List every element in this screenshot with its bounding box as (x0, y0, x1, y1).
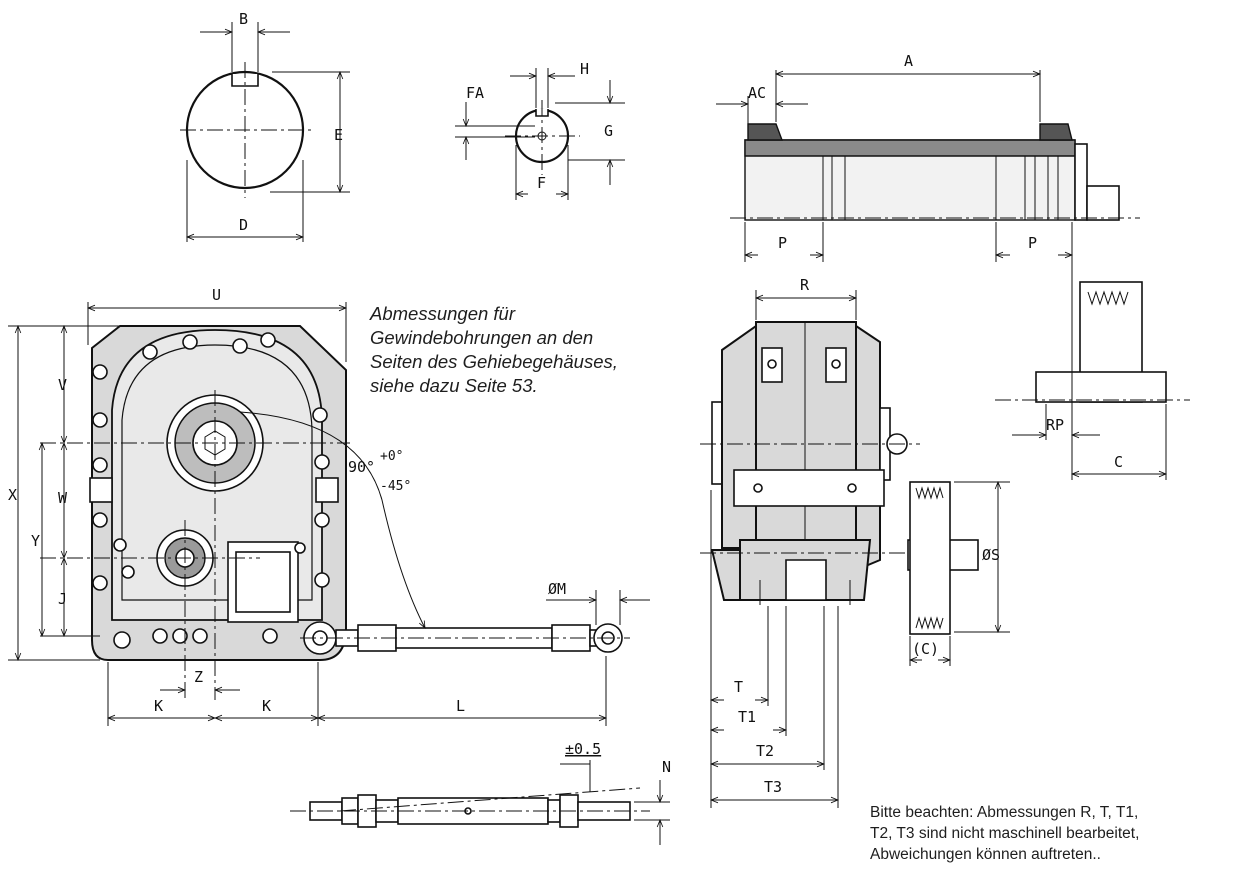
note-line: Abweichungen können auftreten.. (870, 846, 1101, 863)
dim-angle-plus: +0° (380, 449, 403, 464)
dim-C: C (1114, 453, 1123, 471)
dim-A: A (904, 52, 913, 70)
dim-H: H (580, 60, 589, 78)
dim-T: T (734, 678, 743, 696)
dim-X: X (8, 486, 17, 504)
gearbox-side-view: ØS (C) R T T1 T2 T3 (700, 276, 1010, 808)
dim-angle-minus: -45° (380, 479, 411, 494)
dim-Z: Z (194, 668, 203, 686)
torque-arm-side-view: ±0.5 N (290, 740, 671, 845)
dim-angle: 90° (348, 458, 375, 476)
dim-RP: RP (1046, 416, 1064, 434)
dim-E: E (334, 126, 343, 144)
note-line: Seiten des Gehiebegehäuses, (370, 351, 618, 372)
dim-K1: K (154, 697, 163, 715)
note-line: Gewindebohrungen an den (370, 327, 594, 348)
dim-M: ØM (548, 580, 566, 598)
dim-C-paren: (C) (912, 640, 939, 658)
dim-T2: T2 (756, 742, 774, 760)
dim-V: V (58, 376, 67, 394)
dim-tolerance: ±0.5 (565, 740, 601, 758)
hollow-shaft-section: A AC P P (716, 52, 1140, 262)
torque-arm (300, 621, 630, 655)
note-line: siehe dazu Seite 53. (370, 375, 538, 396)
dim-S: ØS (982, 546, 1000, 564)
note-line: Abmessungen für (370, 303, 516, 324)
note-line: Bitte beachten: Abmessungen R, T, T1, (870, 804, 1139, 821)
dim-T3: T3 (764, 778, 782, 796)
unmachined-dimensions-note: Bitte beachten: Abmessungen R, T, T1, T2… (870, 802, 1235, 865)
dim-B: B (239, 10, 248, 28)
dim-Y: Y (31, 532, 40, 550)
dim-AC: AC (748, 84, 766, 102)
pulley-detail: RP C (995, 262, 1190, 480)
dim-J: J (58, 590, 67, 608)
dim-F: F (537, 174, 546, 192)
gearbox-front-view (40, 325, 350, 700)
dim-T1: T1 (738, 708, 756, 726)
dim-G: G (604, 122, 613, 140)
dim-K2: K (262, 697, 271, 715)
dim-L: L (456, 697, 465, 715)
dim-P2: P (1028, 234, 1037, 252)
note-line: T2, T3 sind nicht maschinell bearbeitet, (870, 825, 1140, 842)
dim-R: R (800, 276, 810, 294)
shaft-key-detail: B E D (180, 10, 350, 242)
dim-P1: P (778, 234, 787, 252)
dim-D: D (239, 216, 248, 234)
dim-N: N (662, 758, 671, 776)
dim-W: W (58, 489, 68, 507)
threaded-holes-note: Abmessungen für Gewindebohrungen an den … (370, 302, 700, 398)
small-shaft-detail: H FA G F (455, 60, 625, 200)
dim-U: U (212, 286, 221, 304)
front-view-dimensions: U X Y V W J Z K K (8, 286, 650, 726)
dim-FA: FA (466, 84, 484, 102)
